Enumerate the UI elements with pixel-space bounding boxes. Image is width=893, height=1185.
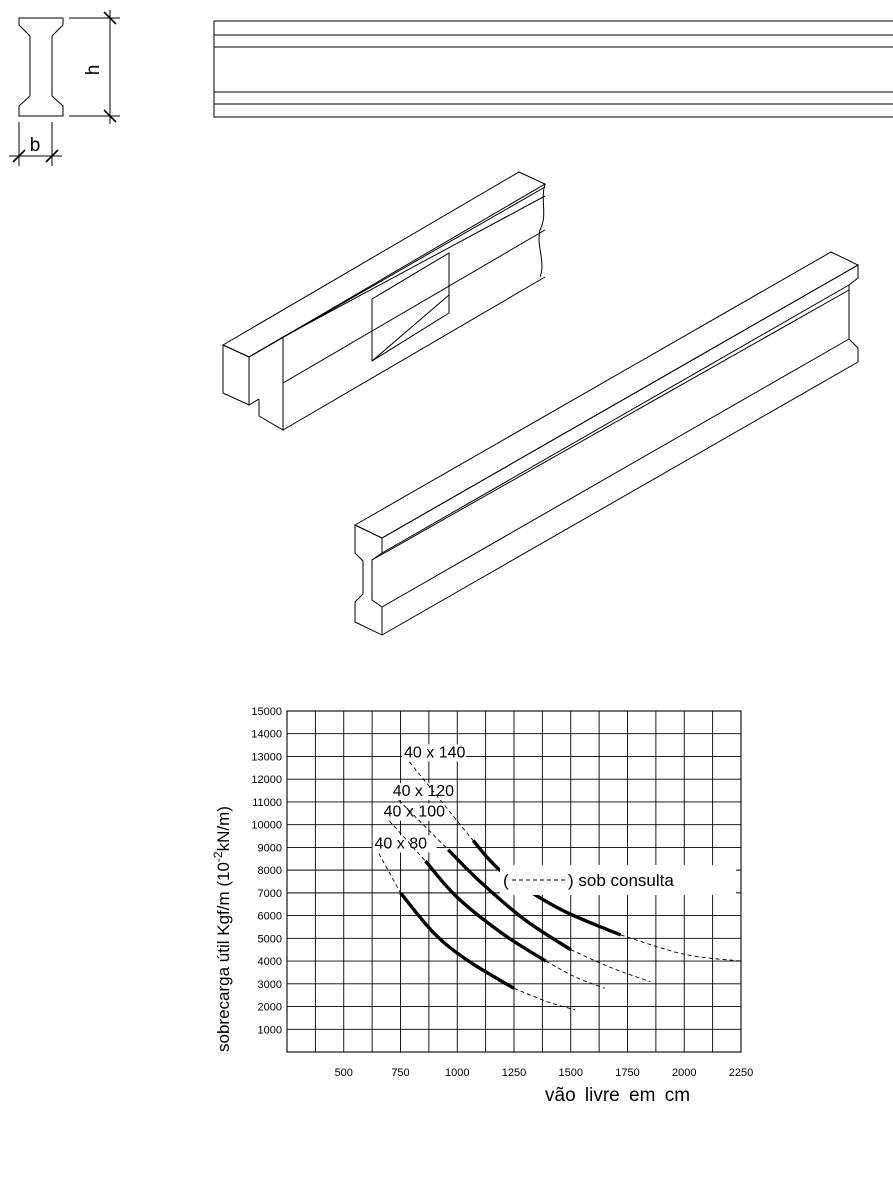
y-tick-label: 5000 [258, 933, 282, 945]
y-tick-label: 10000 [251, 820, 282, 832]
y-tick-label: 2000 [258, 1002, 282, 1014]
x-tick-label: 500 [335, 1067, 353, 1079]
beam-end-web-cutout [371, 252, 450, 362]
beam-bottom-line [381, 361, 859, 636]
y-tick-label: 11000 [252, 797, 282, 809]
beam-end-edge [248, 398, 260, 406]
series-dashed-end [570, 949, 651, 982]
series-label-background [381, 803, 446, 821]
y-axis-title-main: sobrecarga útil Kgf/m (10 [214, 862, 233, 1052]
x-tick-label: 2000 [672, 1067, 696, 1079]
width-label: b [30, 135, 41, 156]
beam-end-web-diagonal [371, 294, 450, 362]
series-dashed-start [384, 815, 426, 862]
chart-series: 40 x 80 40 x 100 40 x 120 40 x 140 [372, 744, 742, 1011]
beam-end-profile [354, 524, 383, 636]
chart-plot-frame [286, 710, 742, 1053]
beam-end-bottom-line [282, 276, 546, 431]
y-tick-label: 7000 [258, 888, 282, 900]
height-tick-bottom [103, 109, 117, 123]
beam-top-face [353, 251, 860, 539]
x-axis-title: vão livre em cm [545, 1085, 690, 1106]
beam-end-web-line [282, 229, 546, 384]
series-40x120: 40 x 120 [390, 783, 651, 982]
series-dashed-start [393, 794, 449, 850]
series-dashed-start [375, 847, 401, 894]
y-axis-tick-labels: 1000 2000 3000 4000 5000 6000 7000 8000 9000 1000… [251, 706, 282, 1036]
series-dashed-end [513, 987, 576, 1011]
series-solid-segment [446, 848, 572, 952]
y-axis-title-exponent: -2 [211, 851, 225, 862]
series-label-background [402, 744, 467, 762]
legend-background [500, 865, 736, 895]
y-axis-title-unit: kN/m) [214, 806, 233, 851]
series-label-background [372, 835, 437, 853]
x-tick-label: 1250 [502, 1067, 526, 1079]
x-axis-tick-labels: 500 750 1000 1250 1500 1750 2000 2250 [335, 1067, 754, 1079]
beam-top-flange-line [381, 264, 859, 539]
legend-label: ) sob consulta [568, 871, 674, 890]
height-tick-top [103, 11, 117, 25]
cross-section-view: h b [9, 10, 120, 166]
series-label: 40 x 100 [384, 804, 445, 821]
x-tick-label: 1500 [559, 1067, 583, 1079]
i-section-outline [18, 17, 64, 117]
beam-end-break-line [538, 183, 546, 278]
series-label: 40 x 80 [375, 835, 428, 852]
series-label: 40 x 120 [393, 783, 454, 800]
series-solid-segment [399, 891, 515, 990]
beam-end-top-face [221, 171, 547, 358]
width-tick-right [45, 149, 59, 163]
y-tick-label: 3000 [258, 979, 282, 991]
beam-end-flange-line [282, 195, 546, 338]
load-span-chart: 1000 2000 3000 4000 5000 6000 7000 8000 9000 1000… [211, 706, 753, 1106]
y-tick-label: 14000 [251, 729, 282, 741]
series-40x100: 40 x 100 [381, 803, 605, 989]
y-tick-label: 6000 [258, 911, 282, 923]
y-tick-label: 13000 [251, 751, 282, 763]
series-label-background [390, 783, 455, 801]
x-tick-label: 1000 [445, 1067, 469, 1079]
x-tick-label: 2250 [729, 1067, 753, 1079]
beam-elevation-outline [213, 20, 893, 118]
series-label: 40 x 140 [404, 744, 465, 761]
beam-top-flange-line [381, 284, 850, 554]
series-solid-segment [424, 859, 547, 963]
x-tick-label: 750 [391, 1067, 409, 1079]
y-tick-label: 15000 [251, 706, 282, 718]
series-dashed-end [545, 960, 605, 989]
beam-end-isometric-view [221, 171, 547, 431]
x-tick-label: 1750 [615, 1067, 639, 1079]
beam-end-front-face [222, 344, 250, 406]
beam-web-line [371, 289, 850, 561]
series-dashed-end [620, 934, 742, 962]
width-tick-left [12, 149, 26, 163]
beam-elevation-view [213, 20, 893, 118]
y-tick-label: 1000 [258, 1024, 282, 1036]
height-label: h [83, 65, 104, 76]
y-tick-label: 12000 [251, 774, 282, 786]
beam-bottom-flange-line [381, 338, 850, 608]
y-tick-label: 9000 [258, 842, 282, 854]
y-axis-title: sobrecarga útil Kgf/m (10-2kN/m) [211, 806, 233, 1052]
y-tick-label: 4000 [258, 956, 282, 968]
beam-end-notch-face [258, 383, 284, 431]
y-tick-label: 8000 [258, 865, 282, 877]
beam-isometric-view [353, 251, 860, 636]
beam-far-end-profile [848, 265, 859, 362]
legend-open-paren: ( [503, 871, 509, 890]
